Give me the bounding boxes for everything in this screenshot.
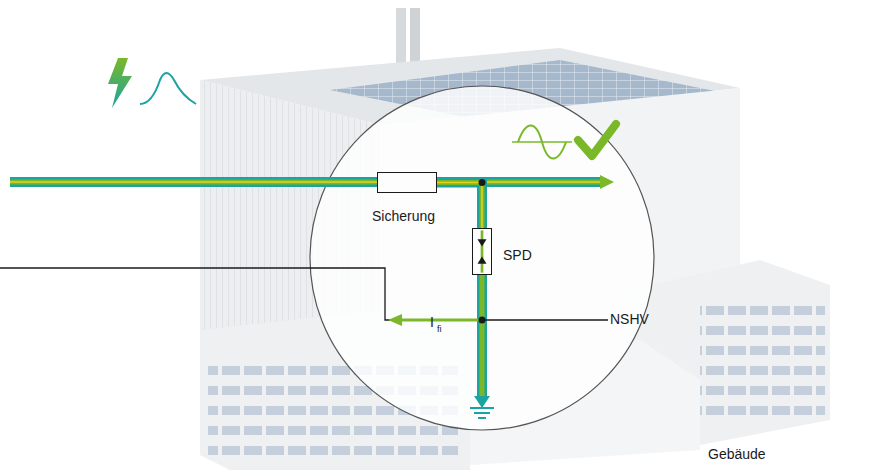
neutral-line (0, 268, 608, 320)
check-mark (578, 124, 616, 156)
detail-circle (310, 86, 654, 430)
sine-axis (512, 141, 572, 143)
follow-current-arrow (400, 319, 482, 322)
arrow-head (388, 314, 402, 326)
junction-dot (479, 179, 486, 186)
current-subscript: fi (437, 324, 442, 334)
distribution-label: NSHV (610, 311, 649, 327)
front-windows (700, 300, 825, 415)
node-label: Sicherung (372, 208, 435, 224)
earth-cable (482, 275, 483, 398)
surge-curve (140, 73, 196, 104)
lightning-symbol (108, 58, 132, 108)
building-label: Gebäude (708, 446, 766, 462)
arrow-head (600, 175, 614, 189)
junction-dot (479, 179, 486, 186)
ground-symbol (470, 408, 494, 418)
node-label: SPD (503, 247, 532, 263)
current-symbol: I (430, 314, 434, 330)
mains-cable (10, 182, 600, 183)
spd-box: SPD (472, 228, 492, 275)
earth-arrow (474, 396, 490, 408)
cable-stripe (437, 183, 482, 229)
cable-stripe (437, 183, 482, 229)
spd-arrows (473, 229, 491, 274)
fuse-box: Sicherung (377, 172, 437, 193)
junction-dot (479, 317, 486, 324)
cable-stripe (437, 183, 482, 229)
cable-connector (437, 183, 482, 229)
